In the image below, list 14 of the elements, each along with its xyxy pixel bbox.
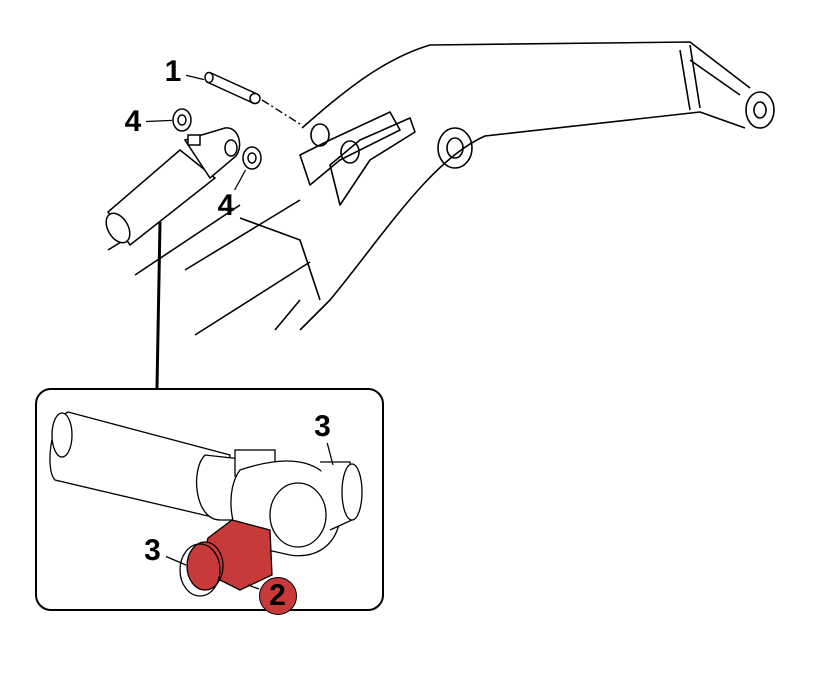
washer-drawing bbox=[172, 108, 192, 132]
leader-line bbox=[146, 120, 172, 122]
callout-number: 2 bbox=[258, 576, 296, 614]
washer-drawing bbox=[242, 146, 262, 170]
callout-number: 4 bbox=[120, 106, 146, 138]
leader-line bbox=[156, 222, 162, 388]
leader-line bbox=[234, 170, 246, 190]
leader-line bbox=[326, 442, 334, 466]
callout-number: 1 bbox=[160, 56, 186, 88]
leader-line bbox=[186, 74, 204, 80]
leader-line bbox=[166, 556, 186, 566]
callout-number: 3 bbox=[310, 410, 336, 442]
callout-number: 3 bbox=[140, 534, 166, 566]
leader-line bbox=[248, 584, 260, 590]
